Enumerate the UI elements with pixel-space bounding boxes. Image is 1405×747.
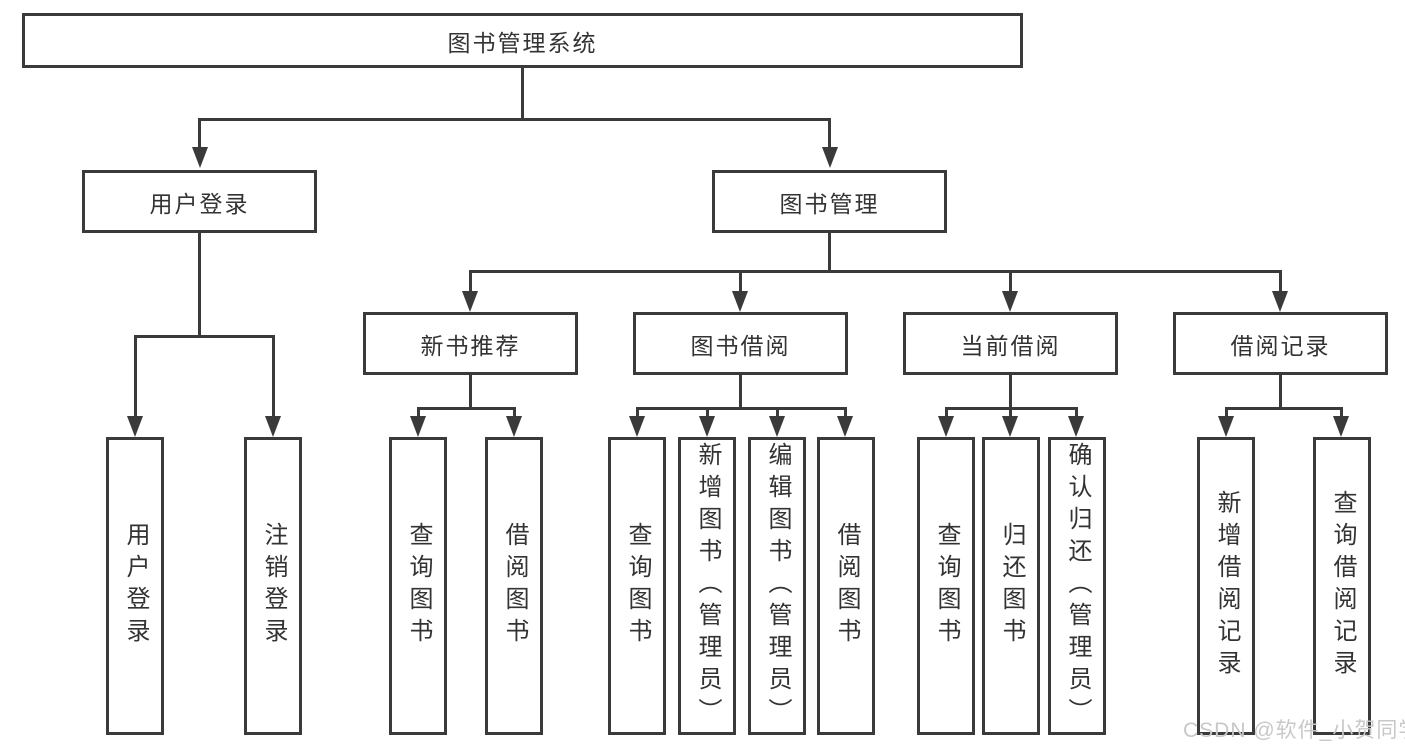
connector-line bbox=[469, 270, 1282, 273]
node-label: 用户登录 bbox=[122, 522, 149, 650]
node-borrow-records: 借阅记录 bbox=[1173, 312, 1388, 375]
connector-line bbox=[469, 270, 472, 292]
arrow-down-icon bbox=[1333, 416, 1349, 437]
arrow-down-icon bbox=[127, 416, 143, 437]
node-label: 查询图书 bbox=[933, 522, 960, 650]
node-current-borrowing: 当前借阅 bbox=[903, 312, 1118, 375]
arrow-down-icon bbox=[1002, 291, 1018, 312]
node-label: 当前借阅 bbox=[960, 332, 1061, 359]
arrow-down-icon bbox=[1002, 416, 1018, 437]
arrow-down-icon bbox=[837, 416, 853, 437]
leaf-borrow-books-recommend: 借阅图书 bbox=[485, 437, 543, 735]
leaf-logout: 注销登录 bbox=[244, 437, 302, 735]
arrow-down-icon bbox=[629, 416, 645, 437]
node-label: 注销登录 bbox=[260, 522, 287, 650]
node-label: 用户登录 bbox=[149, 190, 250, 217]
node-label: 借阅图书 bbox=[501, 522, 528, 650]
node-label: 归还图书 bbox=[998, 522, 1025, 650]
arrow-down-icon bbox=[1068, 416, 1084, 437]
arrow-down-icon bbox=[732, 291, 748, 312]
node-label: 新书推荐 bbox=[420, 332, 521, 359]
node-book-management: 图书管理 bbox=[712, 170, 947, 233]
connector-line bbox=[1225, 407, 1228, 417]
arrow-down-icon bbox=[769, 416, 785, 437]
connector-line bbox=[198, 118, 831, 121]
arrow-down-icon bbox=[1218, 416, 1234, 437]
node-root-library-system: 图书管理系统 bbox=[22, 13, 1023, 68]
leaf-user-login: 用户登录 bbox=[106, 437, 164, 735]
leaf-query-books-current: 查询图书 bbox=[917, 437, 975, 735]
arrow-down-icon bbox=[410, 416, 426, 437]
node-new-book-recommend: 新书推荐 bbox=[363, 312, 578, 375]
connector-line bbox=[134, 335, 137, 416]
leaf-return-books: 归还图书 bbox=[982, 437, 1040, 735]
leaf-borrow-books: 借阅图书 bbox=[817, 437, 875, 735]
connector-line bbox=[417, 407, 516, 410]
arrow-down-icon bbox=[938, 416, 954, 437]
connector-line bbox=[828, 118, 831, 148]
arrow-down-icon bbox=[1272, 291, 1288, 312]
node-label: 借阅图书 bbox=[833, 522, 860, 650]
node-user-login: 用户登录 bbox=[82, 170, 317, 233]
arrow-down-icon bbox=[506, 416, 522, 437]
connector-line bbox=[1009, 270, 1012, 292]
connector-line bbox=[198, 233, 201, 336]
connector-line bbox=[521, 68, 524, 118]
leaf-query-books-borrowing: 查询图书 bbox=[608, 437, 666, 735]
connector-line bbox=[828, 233, 831, 272]
node-label: 图书管理 bbox=[779, 190, 880, 217]
connector-line bbox=[706, 407, 709, 417]
connector-line bbox=[636, 407, 639, 417]
leaf-add-borrow-record: 新增借阅记录 bbox=[1197, 437, 1255, 735]
node-label: 图书管理系统 bbox=[447, 29, 598, 56]
connector-line bbox=[636, 407, 847, 410]
connector-line bbox=[1279, 375, 1282, 408]
arrow-down-icon bbox=[192, 147, 208, 168]
arrow-down-icon bbox=[822, 147, 838, 168]
connector-line bbox=[417, 407, 420, 417]
leaf-add-books-admin: 新增图书（管理员） bbox=[678, 437, 736, 735]
arrow-down-icon bbox=[699, 416, 715, 437]
connector-line bbox=[198, 118, 201, 148]
leaf-query-books-recommend: 查询图书 bbox=[389, 437, 447, 735]
csdn-watermark: CSDN @软件_小贺同学 bbox=[1183, 719, 1405, 742]
node-label: 查询借阅记录 bbox=[1329, 490, 1356, 682]
connector-line bbox=[1075, 407, 1078, 417]
connector-line bbox=[739, 375, 742, 408]
node-book-borrowing: 图书借阅 bbox=[633, 312, 848, 375]
node-label: 编辑图书（管理员） bbox=[764, 442, 791, 730]
connector-line bbox=[272, 335, 275, 416]
node-label: 确认归还（管理员） bbox=[1064, 442, 1091, 730]
node-label: 新增借阅记录 bbox=[1213, 490, 1240, 682]
connector-line bbox=[945, 407, 948, 417]
arrow-down-icon bbox=[265, 416, 281, 437]
connector-line bbox=[1009, 375, 1012, 408]
connector-line bbox=[1225, 407, 1343, 410]
connector-line bbox=[739, 270, 742, 292]
connector-line bbox=[134, 335, 274, 338]
connector-line bbox=[1279, 270, 1282, 292]
connector-line bbox=[513, 407, 516, 417]
connector-line bbox=[469, 375, 472, 408]
node-label: 图书借阅 bbox=[690, 332, 791, 359]
connector-line bbox=[844, 407, 847, 417]
leaf-edit-books-admin: 编辑图书（管理员） bbox=[748, 437, 806, 735]
arrow-down-icon bbox=[462, 291, 478, 312]
connector-line bbox=[776, 407, 779, 417]
node-label: 查询图书 bbox=[624, 522, 651, 650]
node-label: 新增图书（管理员） bbox=[694, 442, 721, 730]
node-label: 借阅记录 bbox=[1230, 332, 1331, 359]
node-label: 查询图书 bbox=[405, 522, 432, 650]
connector-line bbox=[1009, 407, 1012, 417]
leaf-confirm-return-admin: 确认归还（管理员） bbox=[1048, 437, 1106, 735]
leaf-query-borrow-record: 查询借阅记录 bbox=[1313, 437, 1371, 735]
connector-line bbox=[1340, 407, 1343, 417]
